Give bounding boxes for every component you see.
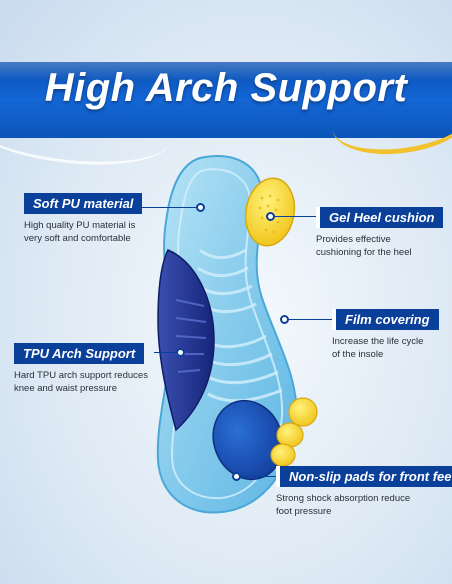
nonslip-desc-line1: Strong shock absorption reduce bbox=[276, 493, 411, 504]
soft-pu-callout: Soft PU material High quality PU materia… bbox=[24, 193, 143, 245]
tpu-arch-desc: Hard TPU arch support reduces knee and w… bbox=[14, 369, 148, 395]
gel-heel-callout: Gel Heel cushion Provides effective cush… bbox=[316, 207, 444, 259]
film-marker bbox=[280, 315, 289, 324]
soft-pu-desc: High quality PU material is very soft an… bbox=[24, 219, 142, 245]
forefoot-gel-dot bbox=[276, 422, 304, 448]
gel-heel-desc-line1: Provides effective bbox=[316, 234, 391, 245]
film-desc: Increase the life cycle of the insole bbox=[332, 335, 439, 361]
tpu-arch-desc-line2: knee and waist pressure bbox=[14, 383, 117, 394]
gel-heel-desc-line2: cushioning for the heel bbox=[316, 247, 412, 258]
nonslip-desc-line2: foot pressure bbox=[276, 506, 332, 517]
page-title: High Arch Support bbox=[44, 66, 408, 110]
gel-heel-marker bbox=[266, 212, 275, 221]
soft-pu-leader-line bbox=[140, 207, 198, 208]
tpu-arch-shape bbox=[157, 249, 215, 432]
nonslip-desc: Strong shock absorption reduce foot pres… bbox=[276, 492, 452, 518]
forefoot-gel-dot bbox=[270, 443, 296, 467]
gel-heel-leader-line bbox=[270, 216, 318, 217]
nonslip-marker bbox=[232, 472, 241, 481]
nonslip-label: Non-slip pads for front feet bbox=[276, 466, 452, 487]
tpu-arch-marker bbox=[176, 348, 185, 357]
tpu-arch-leader-line bbox=[154, 352, 178, 353]
forefoot-gel-dot bbox=[288, 397, 318, 427]
soft-pu-label: Soft PU material bbox=[24, 193, 143, 214]
film-desc-line2: of the insole bbox=[332, 349, 384, 360]
soft-pu-desc-line1: High quality PU material is bbox=[24, 220, 136, 231]
title-banner bbox=[0, 62, 452, 138]
tpu-arch-desc-line1: Hard TPU arch support reduces bbox=[14, 370, 148, 381]
film-callout: Film covering Increase the life cycle of… bbox=[332, 309, 439, 361]
tpu-arch-label: TPU Arch Support bbox=[14, 343, 145, 364]
film-label: Film covering bbox=[332, 309, 439, 330]
film-desc-line1: Increase the life cycle bbox=[332, 336, 424, 347]
gel-heel-desc: Provides effective cushioning for the he… bbox=[316, 233, 443, 259]
nonslip-callout: Non-slip pads for front feet Strong shoc… bbox=[276, 466, 452, 518]
nonslip-leader-line bbox=[238, 476, 278, 477]
gel-heel-label: Gel Heel cushion bbox=[316, 207, 444, 228]
soft-pu-desc-line2: very soft and comfortable bbox=[24, 233, 131, 244]
soft-pu-marker bbox=[196, 203, 205, 212]
tpu-arch-callout: TPU Arch Support Hard TPU arch support r… bbox=[14, 343, 148, 395]
film-leader-line bbox=[286, 319, 334, 320]
